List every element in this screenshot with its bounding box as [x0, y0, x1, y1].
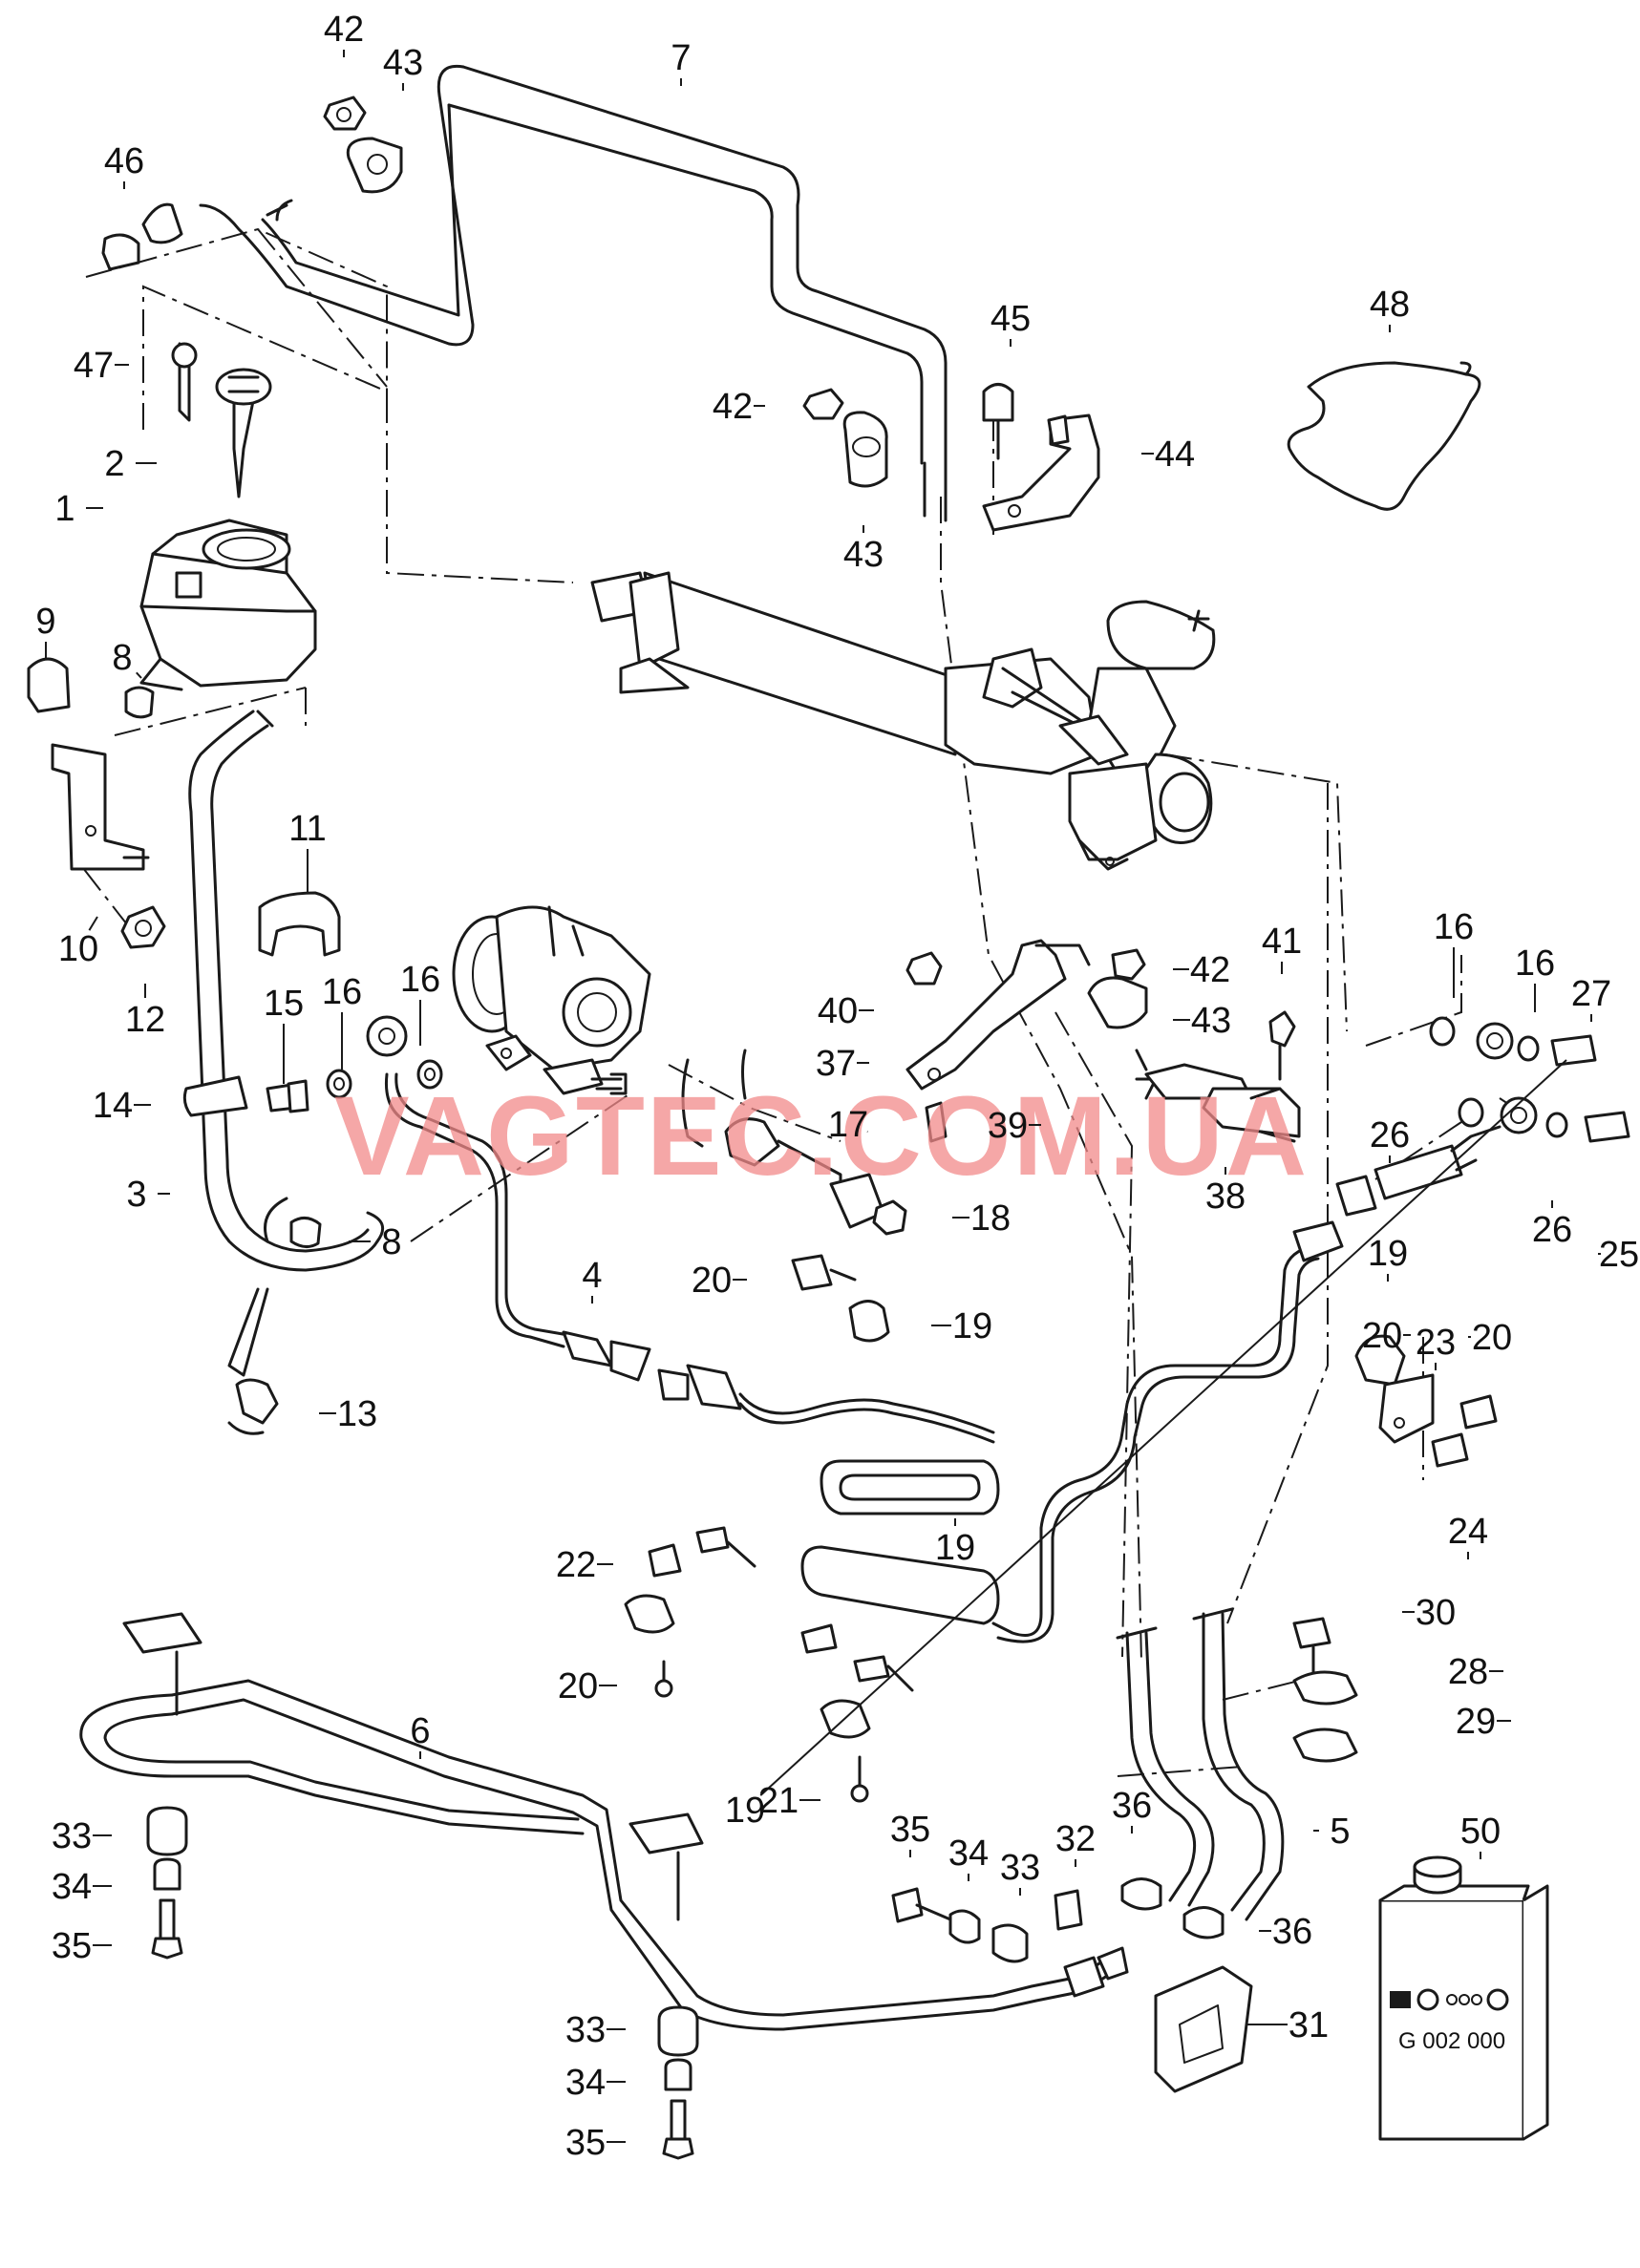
callout-label: 26	[1532, 1210, 1572, 1250]
callout-label: 15	[264, 984, 304, 1024]
center-bracket-group	[681, 939, 1301, 1343]
callout-label: 42	[713, 387, 753, 427]
callout-label: 6	[410, 1711, 430, 1751]
suction-hose-3	[188, 710, 385, 1435]
callout-label: 7	[671, 38, 691, 78]
callout-label: 33	[1000, 1848, 1040, 1888]
callout-label: 10	[58, 929, 98, 969]
callout-label: 16	[1434, 907, 1474, 947]
callout-label: 8	[112, 638, 132, 678]
assembly-lines	[75, 227, 1529, 1777]
leader-8	[136, 671, 142, 679]
leader-19	[759, 1059, 1567, 1796]
callout-label: 37	[816, 1044, 856, 1084]
callout-label: 21	[758, 1781, 799, 1821]
callout-label: 35	[52, 1926, 92, 1966]
power-steering-pump	[452, 905, 651, 1095]
callout-label: 20	[692, 1261, 732, 1301]
callout-label: 50	[1460, 1812, 1501, 1852]
left-fittings	[182, 891, 443, 1117]
callout-label: 8	[381, 1222, 401, 1262]
callout-label: 35	[565, 2123, 606, 2163]
callout-label: 41	[1262, 922, 1302, 962]
callout-label: 42	[324, 10, 364, 50]
callout-label: 36	[1272, 1912, 1312, 1952]
callout-label: 20	[1362, 1316, 1402, 1356]
callout-label: 16	[322, 972, 362, 1012]
callout-label: 18	[970, 1198, 1011, 1239]
callout-label: 27	[1571, 974, 1611, 1014]
callout-label: 19	[1368, 1234, 1408, 1274]
callout-label: 43	[1191, 1001, 1231, 1041]
callout-label: 20	[558, 1666, 598, 1706]
callout-label: 19	[935, 1528, 975, 1568]
callout-label: 4	[582, 1256, 602, 1296]
callout-label: 34	[948, 1833, 989, 1874]
leader-10	[88, 916, 98, 931]
callout-label: 19	[725, 1791, 765, 1831]
callout-label: 43	[383, 43, 423, 83]
leader-lines	[45, 50, 1601, 2143]
steering-rack	[590, 571, 1216, 871]
callout-label: 34	[52, 1867, 92, 1907]
callout-label: 31	[1289, 2005, 1329, 2045]
callout-label: 9	[35, 602, 55, 642]
callout-label: 34	[565, 2063, 606, 2103]
lower-hoses	[1116, 1607, 1358, 1939]
callout-label: 12	[125, 1000, 165, 1040]
callout-label: 2	[104, 444, 124, 484]
callout-label: 48	[1370, 285, 1410, 325]
callout-label: 29	[1456, 1702, 1496, 1742]
callout-label: 5	[1330, 1812, 1350, 1852]
brackets-top	[323, 95, 1100, 532]
right-fittings	[1429, 1016, 1630, 1143]
callout-label: 24	[1448, 1512, 1488, 1552]
callout-label: 25	[1599, 1235, 1639, 1275]
callout-label: 30	[1416, 1593, 1456, 1633]
can-label: G 002 000	[1398, 2028, 1505, 2054]
callout-label: 1	[54, 489, 75, 529]
callout-label: 23	[1416, 1323, 1456, 1363]
callout-label: 22	[556, 1545, 596, 1585]
callout-label: 17	[828, 1105, 868, 1145]
right-bracket-group	[1354, 1334, 1498, 1468]
pressure-hose-4	[384, 1072, 1502, 1643]
callout-label: 26	[1370, 1115, 1410, 1155]
callout-label: 11	[288, 809, 326, 849]
callout-label: 20	[1472, 1318, 1512, 1358]
callout-label: 14	[93, 1086, 133, 1126]
callout-label: 3	[126, 1175, 146, 1215]
watermark-text: VAGTEC.COM.UA	[334, 1073, 1309, 1199]
callout-label: 16	[400, 960, 440, 1000]
callout-label: 33	[565, 2010, 606, 2050]
callout-label: 44	[1155, 435, 1195, 475]
callout-label: 45	[990, 299, 1031, 339]
fluid-can: G 002 000	[1378, 1855, 1549, 2141]
callout-label: 13	[337, 1394, 377, 1434]
return-hose-7	[101, 64, 948, 522]
mount-stacks	[146, 1806, 1083, 2160]
callout-label: 38	[1205, 1176, 1246, 1217]
callout-label: 40	[818, 991, 858, 1031]
callout-label: 42	[1190, 950, 1230, 990]
callout-label: 36	[1112, 1786, 1152, 1826]
callout-label: 32	[1055, 1819, 1096, 1859]
reservoir-assembly	[27, 342, 317, 949]
callout-label: 35	[890, 1810, 930, 1850]
callout-label: 16	[1515, 943, 1555, 984]
callout-label: 33	[52, 1816, 92, 1856]
callout-label: 43	[843, 535, 884, 575]
callout-label: 46	[104, 141, 144, 181]
callout-label: 47	[74, 346, 114, 386]
ring-48	[1287, 361, 1481, 511]
callout-label: 28	[1448, 1652, 1488, 1692]
callout-label: 39	[988, 1106, 1028, 1146]
callout-label: 19	[952, 1306, 992, 1346]
cooling-line-6	[79, 1612, 1253, 2093]
